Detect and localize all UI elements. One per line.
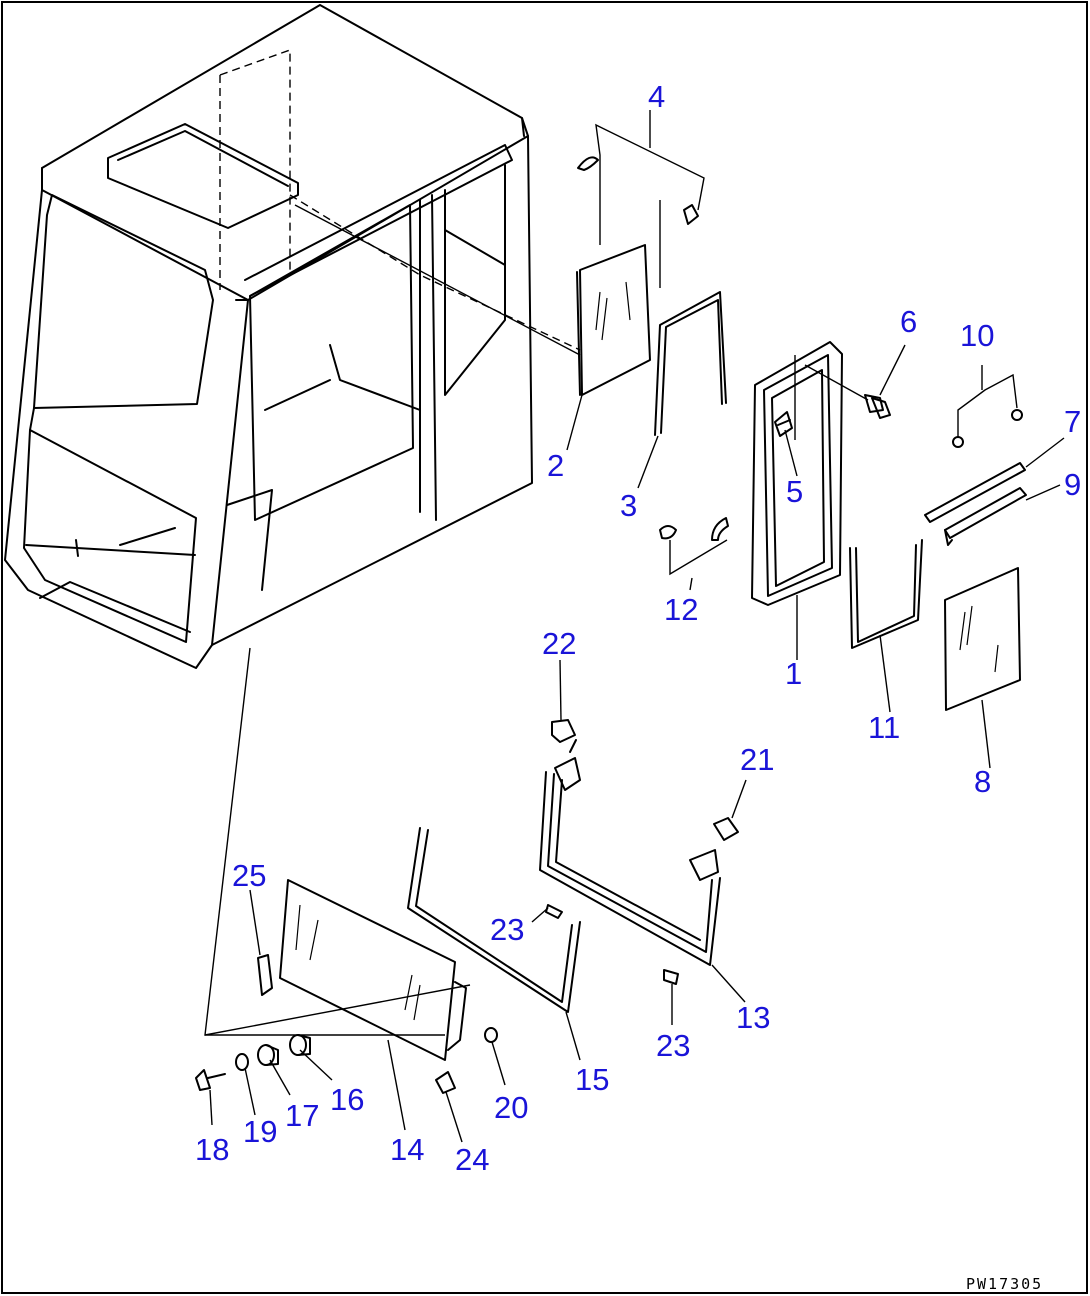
part-1-frame — [751, 341, 843, 606]
part-11-seal — [849, 539, 923, 649]
part-19-washer — [235, 1053, 249, 1071]
part-4-clips — [577, 156, 699, 225]
part-8-glass — [944, 567, 1021, 711]
callout-18: 18 — [195, 1132, 229, 1167]
callout-3: 3 — [620, 488, 637, 523]
callout-9: 9 — [1064, 467, 1081, 502]
part-22-clip — [551, 719, 576, 743]
callout-13: 13 — [736, 1000, 770, 1035]
part-24-clip — [435, 1071, 456, 1094]
callout-19: 19 — [243, 1114, 277, 1149]
callout-14: 14 — [390, 1132, 424, 1167]
part-10-caps — [952, 373, 1023, 448]
part-14-glass — [279, 879, 467, 1061]
part-12-clips — [659, 517, 729, 576]
callout-24: 24 — [455, 1142, 489, 1177]
callout-12: 12 — [664, 592, 698, 627]
callout-6: 6 — [900, 304, 917, 339]
callout-1: 1 — [785, 656, 802, 691]
callout-23-lower: 23 — [656, 1028, 690, 1063]
part-16-grommet — [289, 1034, 311, 1056]
part-25-clip — [257, 954, 273, 996]
callout-22: 22 — [542, 626, 576, 661]
part-9-rail — [944, 487, 1027, 546]
callout-7: 7 — [1064, 404, 1081, 439]
part-3-seal — [654, 291, 727, 436]
callout-labels: 1 2 3 4 5 6 7 8 9 10 11 12 13 14 15 16 1… — [195, 79, 1081, 1177]
part-21-clip — [713, 817, 739, 841]
part-20-washer — [484, 1027, 498, 1043]
part-17-grommet — [257, 1044, 279, 1066]
callout-10: 10 — [960, 318, 994, 353]
callout-8: 8 — [974, 764, 991, 799]
callout-2: 2 — [547, 448, 564, 483]
assembly-lines — [204, 123, 705, 1036]
callout-leaders — [209, 110, 1065, 1143]
part-13-frame — [539, 739, 721, 966]
callout-23-upper: 23 — [490, 912, 524, 947]
cab-frame — [4, 4, 581, 669]
callout-25: 25 — [232, 858, 266, 893]
part-18-bolt — [195, 1069, 226, 1091]
part-15-seal — [407, 827, 581, 1013]
callout-15: 15 — [575, 1062, 609, 1097]
part-2-glass — [576, 244, 651, 396]
part-5-latch — [774, 411, 793, 437]
part-7-rail — [924, 462, 1026, 523]
callout-20: 20 — [494, 1090, 528, 1125]
callout-5: 5 — [786, 474, 803, 509]
callout-11: 11 — [868, 710, 900, 745]
callout-16: 16 — [330, 1082, 364, 1117]
callout-21: 21 — [740, 742, 774, 777]
callout-17: 17 — [285, 1098, 319, 1133]
drawing-code: PW17305 — [966, 1275, 1043, 1293]
part-6-bolt — [804, 364, 891, 419]
callout-4: 4 — [648, 79, 665, 114]
